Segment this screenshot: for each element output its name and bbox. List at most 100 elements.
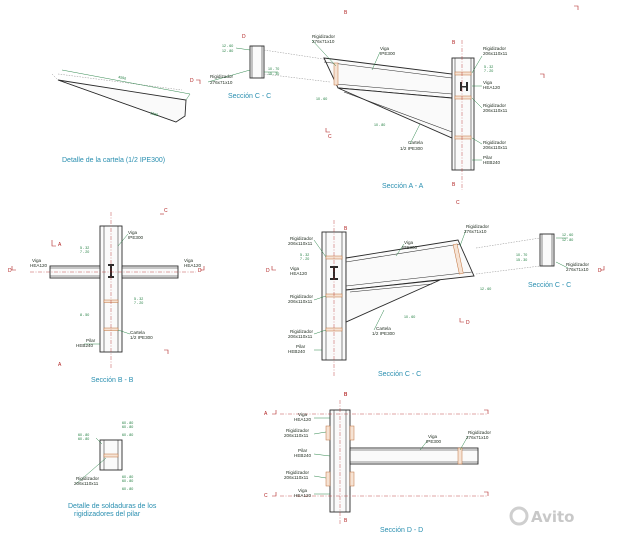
aa-rig3-label: Rigidizador — [483, 103, 506, 108]
cartela-length: 4590 — [118, 75, 127, 81]
dd-viga3-size: IPE300 — [426, 439, 442, 444]
cc-dim-1: 5 - 32 — [300, 253, 309, 257]
aa-viga2-label: Viga — [483, 80, 493, 85]
dd-rig1-size: 206x110x11 — [284, 433, 309, 438]
cc-pilar-label: Pilar — [296, 344, 306, 349]
wd-dim-7: 60 - 80 — [122, 479, 133, 483]
wd-dim-1: 60 - 80 — [78, 433, 89, 437]
wd-dim-6: 60 - 80 — [122, 475, 133, 479]
section-dd: Viga HEA120 Rigidizador 206x110x11 Pilar… — [264, 392, 491, 534]
bb-viga-label: Viga — [128, 230, 138, 235]
caption-cc-large: Sección C - C — [378, 371, 421, 378]
bb-pilar-label: Pilar — [86, 338, 96, 343]
cc-cartela-size: 1/2 IPE300 — [372, 331, 395, 336]
aa-dim-3: 10 - 60 — [316, 97, 327, 101]
dd-rig3-label: Rigidizador — [468, 430, 491, 435]
cc-cartela-label: Cartela — [376, 326, 391, 331]
weld-detail: 60 - 80 60 - 80 60 - 80 60 - 80 60 - 80 … — [68, 421, 157, 518]
aa-viga-label: Viga — [380, 46, 390, 51]
bb-dim-4: 7 - 20 — [134, 301, 143, 305]
cc-pilar-size: HEB240 — [288, 349, 306, 354]
dd-cut-b-bottom: B — [344, 518, 348, 524]
dd-rig1-label: Rigidizador — [286, 428, 309, 433]
dd-rig2-label: Rigidizador — [286, 470, 309, 475]
dd-viga-size: HEA120 — [294, 417, 312, 422]
aa-cartela-size: 1/2 IPE300 — [400, 146, 423, 151]
cc-rig3-size: 206x110x11 — [288, 334, 313, 339]
cc-dim-3: 12 - 60 — [480, 287, 491, 291]
bb-viga-size: IPE300 — [128, 235, 144, 240]
bb-cartela-label: Cartela — [130, 330, 145, 335]
aa-cartela-label: Cartela — [408, 140, 423, 145]
bb-cut-a-bottom: A — [58, 362, 62, 368]
aa-rig2-label: Rigidizador — [483, 46, 506, 51]
aa-rig-label: Rigidizador — [312, 34, 335, 39]
cc-viga2-label: Viga — [404, 240, 414, 245]
cc-cut-d-left: D — [266, 268, 270, 274]
cc-viga2-size: IPE300 — [402, 245, 418, 250]
bb-viga3-size: HEA120 — [184, 263, 202, 268]
dd-viga3-label: Viga — [428, 434, 438, 439]
cc-dim-4: 10 - 60 — [404, 315, 415, 319]
section-cc-small: 12 - 60 12 - 80 10 - 70 15 - 30 Rigidiza… — [190, 34, 331, 100]
dd-viga2-size: HEA120 — [294, 493, 312, 498]
aa-rig4-label: Rigidizador — [483, 140, 506, 145]
cut-marker-d-1: D — [190, 78, 194, 84]
caption-bb: Sección B - B — [91, 377, 134, 384]
cc-small-dim-2: 12 - 80 — [222, 49, 233, 53]
cc-small-dim-4: 15 - 30 — [268, 72, 279, 76]
caption-cc-right: Sección C - C — [528, 282, 571, 289]
bb-cut-d-right: D — [198, 268, 202, 274]
cc-rig4-label: Rigidizador — [466, 224, 489, 229]
cc-rig2-size: 206x110x11 — [288, 299, 313, 304]
cc-small-rig-label: Rigidizador — [210, 74, 233, 79]
bb-cut-a-top: A — [58, 242, 62, 248]
dd-cut-a-left: A — [264, 411, 268, 417]
bb-cut-d-left: D — [8, 268, 12, 274]
cut-marker-d-2: D — [242, 34, 246, 40]
bb-dim-3: 5 - 32 — [134, 297, 143, 301]
cc-small-dim-3: 10 - 70 — [268, 67, 279, 71]
ccr-dim-4: 15 - 30 — [516, 258, 527, 262]
dd-cut-b-top: B — [344, 392, 348, 398]
cc-viga-label: Viga — [290, 266, 300, 271]
ccr-dim-1: 12 - 60 — [562, 233, 573, 237]
cc-cut-b-top: B — [344, 226, 348, 232]
caption-cartela: Detalle de la cartela (1/2 IPE300) — [62, 157, 165, 164]
cartela-detail: 4590 1260 Detalle de la cartela (1/2 IPE… — [51, 69, 191, 164]
cc-rig2-label: Rigidizador — [290, 294, 313, 299]
section-cc-large: Rigidizador 206x110x11 5 - 32 7 - 20 Vig… — [266, 220, 541, 398]
ccr-dim-2: 12 - 80 — [562, 238, 573, 242]
dd-viga2-label: Viga — [298, 488, 308, 493]
ccr-rig-label: Rigidizador — [566, 262, 589, 267]
dd-rig3-size: 276x71x10 — [466, 435, 489, 440]
aa-viga2-size: HEA120 — [483, 85, 501, 90]
aa-pilar-size: HEB240 — [483, 160, 501, 165]
watermark-text: Avito — [531, 508, 574, 526]
cartela-length-2: 1260 — [150, 111, 159, 117]
aa-dim-2: 7 - 20 — [484, 69, 493, 73]
aa-cut-c: C — [328, 134, 332, 140]
cc-viga-size: HEA120 — [290, 271, 308, 276]
cc-cut-b-bottom: B — [344, 392, 348, 398]
aa-cut-c2: C — [456, 200, 460, 206]
aa-cut-b-bottom: B — [452, 182, 456, 188]
cc-dim-2: 7 - 20 — [300, 257, 309, 261]
dd-rig2-size: 206x110x11 — [284, 475, 309, 480]
wd-dim-4: 60 - 80 — [122, 425, 133, 429]
caption-dd: Sección D - D — [380, 527, 423, 534]
aa-h-profile — [460, 82, 468, 91]
bb-pilar-size: HEB240 — [76, 343, 94, 348]
wd-rig-size: 206x110x11 — [74, 481, 99, 486]
aa-rig2-size: 206x110x11 — [483, 51, 508, 56]
cc-small-rig-size: 276x71x10 — [210, 80, 233, 85]
dd-pilar-size: HEB240 — [294, 453, 312, 458]
bb-viga2-label: Viga — [32, 258, 42, 263]
section-cc-right: 12 - 60 12 - 80 10 - 70 15 - 30 Rigidiza… — [516, 233, 605, 289]
wd-dim-3: 60 - 80 — [122, 421, 133, 425]
watermark: Avito — [509, 506, 574, 526]
dd-pilar-label: Pilar — [298, 448, 308, 453]
bb-dim-1: 5 - 32 — [80, 246, 89, 250]
bb-dim-2: 7 - 20 — [80, 250, 89, 254]
aa-rig3-size: 206x110x11 — [483, 108, 508, 113]
